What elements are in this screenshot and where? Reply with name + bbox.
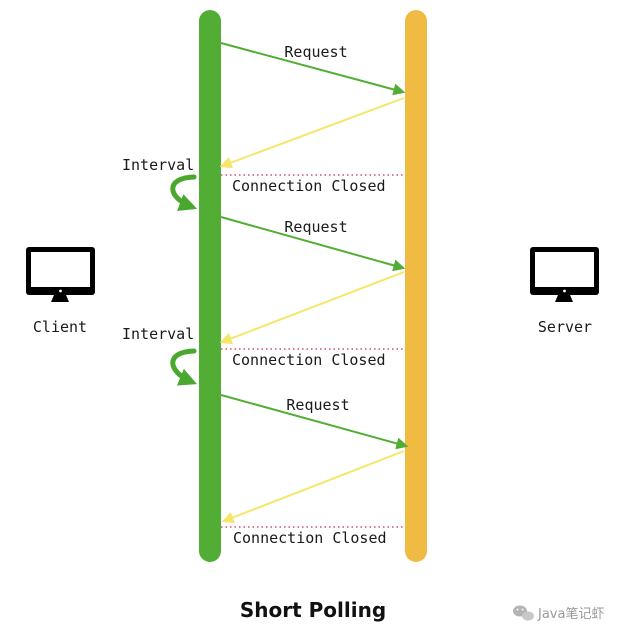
client-label: Client: [33, 318, 87, 336]
diagram-title: Short Polling: [240, 598, 386, 622]
request-label: Request: [284, 43, 347, 61]
request-arrow: [220, 394, 409, 450]
interval-label: Interval: [122, 325, 194, 343]
connection-closed-label: Connection Closed: [232, 351, 386, 369]
request-label: Request: [286, 396, 349, 414]
server-lifeline: [405, 10, 427, 562]
interval-label: Interval: [122, 156, 194, 174]
client-lifeline: [199, 10, 221, 562]
response-arrow: [219, 271, 405, 345]
interval-arrow: [170, 174, 198, 211]
server-label: Server: [538, 318, 592, 336]
watermark-text: Java笔记虾: [537, 606, 604, 622]
wechat-icon: [513, 605, 534, 621]
request-arrow: [220, 42, 406, 96]
response-arrow: [221, 450, 405, 524]
response-arrow: [219, 97, 405, 169]
interval-arrow: [170, 348, 197, 386]
request-arrow: [220, 216, 406, 272]
request-label: Request: [284, 218, 347, 236]
connection-closed-label: Connection Closed: [233, 529, 387, 547]
server-monitor-icon: [530, 247, 599, 302]
connection-closed-label: Connection Closed: [232, 177, 386, 195]
client-monitor-icon: [26, 247, 95, 302]
